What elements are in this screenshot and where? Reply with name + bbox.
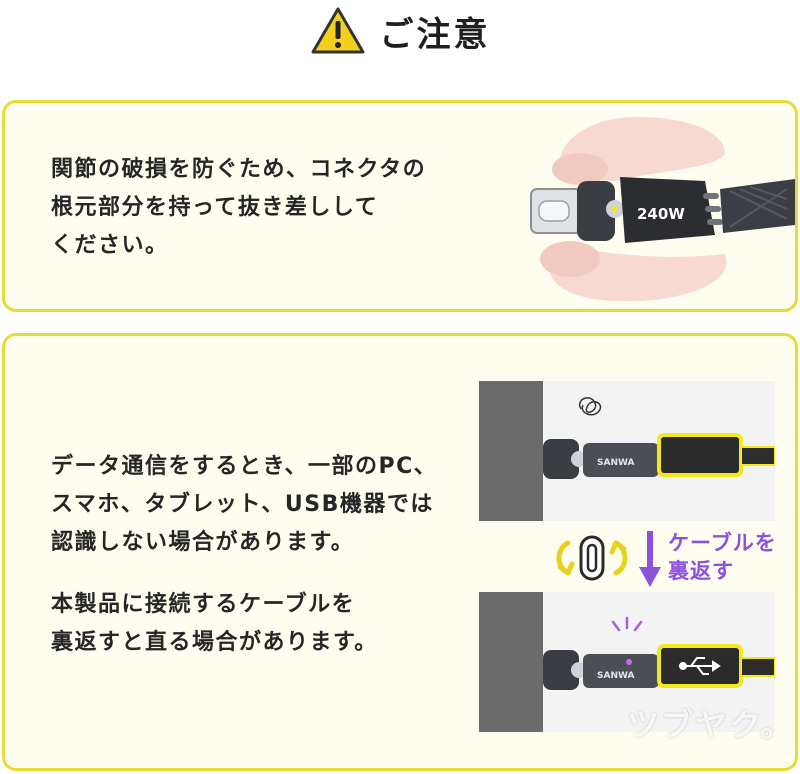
text-line: ください。 [51, 233, 169, 258]
connector-photo-not-recognized: SANWA [479, 381, 775, 521]
arrow-down-icon [639, 531, 661, 587]
hand-holding-connector-image: 240W [530, 116, 795, 302]
connector-photo-recognized: SANWA [479, 592, 775, 732]
notice-card-data-transfer: データ通信をするとき、一部のPC、 スマホ、タブレット、USB機器では 認識しな… [2, 333, 798, 771]
cable-wattage-label: 240W [637, 205, 685, 223]
text-line: 根元部分を持って抜き差しして [51, 195, 379, 220]
header: ご注意 [0, 0, 800, 62]
sparkle-icon [611, 616, 643, 632]
flip-instruction-label: ケーブルを 裏返す [668, 531, 777, 583]
notice-text-recognition: データ通信をするとき、一部のPC、 スマホ、タブレット、USB機器では 認識しな… [51, 448, 437, 562]
usb-icon [679, 657, 721, 675]
connector-brand-label: SANWA [597, 671, 635, 681]
text-line: 本製品に接続するケーブルを [51, 592, 356, 617]
notice-card-connector-handling: 関節の破損を防ぐため、コネクタの 根元部分を持って抜き差しして ください。 24… [2, 100, 798, 312]
text-line: 裏返すと直る場合があります。 [51, 630, 378, 655]
text-line: 認識しない場合があります。 [51, 530, 355, 555]
page-title: ご注意 [379, 14, 491, 55]
tangle-icon [578, 397, 602, 416]
text-line: スマホ、タブレット、USB機器では [51, 492, 434, 517]
notice-text-flip-fix: 本製品に接続するケーブルを 裏返すと直る場合があります。 [51, 586, 378, 662]
warning-triangle-icon [311, 7, 364, 54]
text-line: 関節の破損を防ぐため、コネクタの [51, 157, 427, 182]
text-line: データ通信をするとき、一部のPC、 [51, 454, 438, 479]
flip-rotate-icon [556, 535, 628, 581]
connector-brand-label: SANWA [597, 458, 635, 468]
watermark: ツブヤク。 [627, 706, 795, 744]
notice-text-handling: 関節の破損を防ぐため、コネクタの 根元部分を持って抜き差しして ください。 [51, 151, 426, 265]
